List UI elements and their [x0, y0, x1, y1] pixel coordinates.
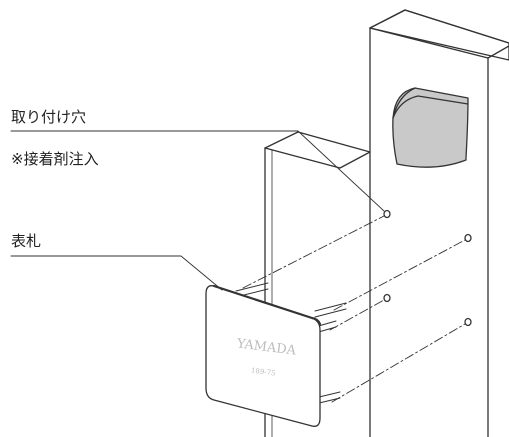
mounting-hole-1	[383, 209, 391, 219]
adhesive-note-label: ※接着剤注入	[11, 150, 99, 168]
nameplate	[205, 284, 322, 427]
wall-lamp	[392, 87, 469, 168]
mounting-hole-4	[464, 317, 472, 327]
mounting-hole-2	[464, 233, 472, 243]
nameplate-address: 189-75	[251, 367, 276, 378]
mounting-holes	[383, 209, 472, 327]
nameplate-label: 表札	[11, 232, 42, 250]
mounting-holes-leader	[10, 130, 385, 212]
nameplate-leader	[10, 255, 223, 291]
callout-leaders	[10, 130, 385, 291]
mounting-holes-label: 取り付け穴	[11, 108, 87, 126]
nameplate-name: YAMADA	[235, 336, 297, 358]
mounting-hole-3	[383, 293, 391, 303]
alignment-lines	[242, 215, 466, 403]
gate-post	[369, 9, 509, 437]
